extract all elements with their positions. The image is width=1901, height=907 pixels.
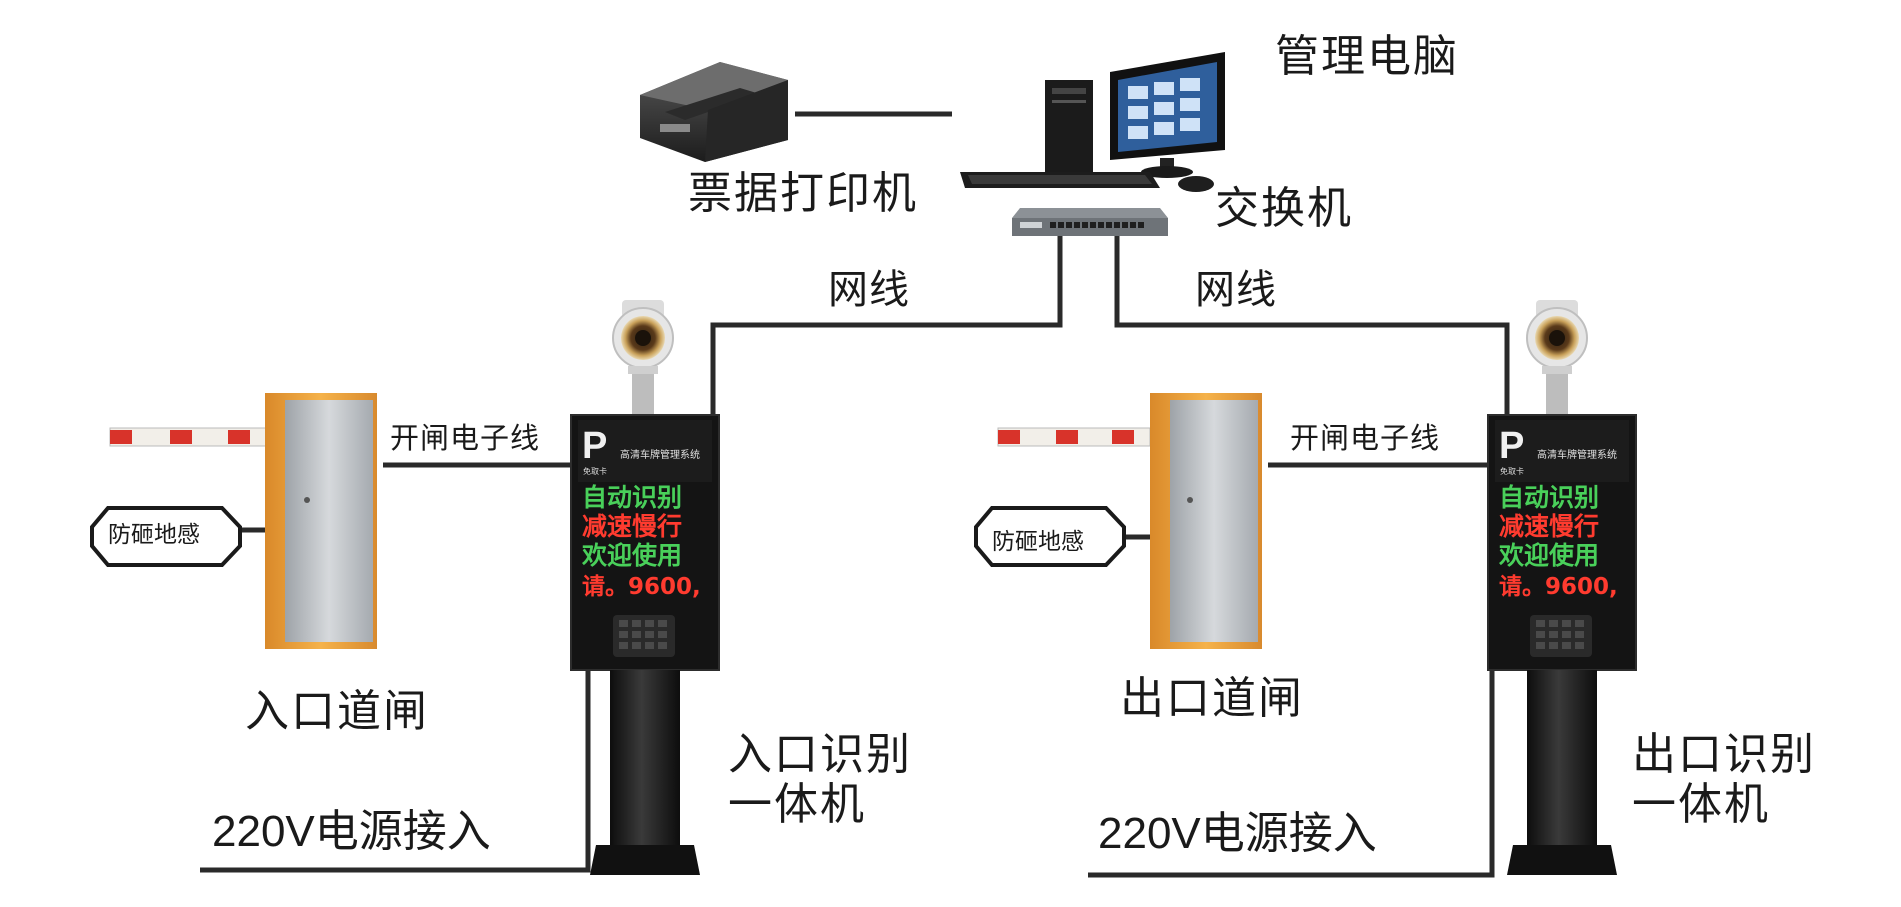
- pc-mouse: [1178, 176, 1214, 192]
- entry-sensor-label: 防砸地感: [108, 524, 200, 547]
- entry-keypad: [613, 615, 675, 657]
- exit-keypad: [1530, 615, 1592, 657]
- entry-panel-header: 高清车牌管理系统: [620, 448, 700, 461]
- exit-led-line4: 请。9600,: [1499, 574, 1618, 600]
- exit-p-sign: P: [1499, 425, 1524, 467]
- entry-unit-label-line2: 一体机: [728, 783, 866, 827]
- entry-led-line1: 自动识别: [582, 483, 682, 512]
- entry-led-line2: 减速慢行: [582, 512, 682, 541]
- exit-led-line1: 自动识别: [1499, 483, 1599, 512]
- exit-pole: [1527, 670, 1597, 845]
- entry-led-line4: 请。9600,: [582, 574, 701, 600]
- switch-label: 交换机: [1215, 187, 1353, 231]
- entry-barrier-label: 入口道闸: [245, 690, 429, 734]
- receipt-printer: [640, 62, 788, 162]
- exit-camera: [1527, 300, 1587, 418]
- entry-recognition-unit: P 免取卡 高清车牌管理系统 自动识别 减速慢行 欢迎使用 请。9600,: [571, 300, 719, 875]
- exit-card-text: 免取卡: [1500, 466, 1524, 476]
- entry-p-sign: P: [582, 425, 607, 467]
- management-pc: [960, 52, 1225, 192]
- network-switch: [1012, 208, 1168, 236]
- entry-network-label: 网线: [828, 270, 910, 310]
- exit-network-label: 网线: [1195, 270, 1277, 310]
- entry-base: [590, 845, 700, 875]
- exit-power-label: 220V电源接入: [1098, 812, 1377, 856]
- entry-boom-arm: [110, 428, 266, 446]
- exit-panel-header: 高清车牌管理系统: [1537, 448, 1617, 461]
- exit-sensor-label: 防砸地感: [992, 531, 1084, 554]
- entry-unit-label-line1: 入口识别: [728, 733, 912, 777]
- entry-power-label: 220V电源接入: [212, 810, 491, 854]
- exit-cable-label: 开闸电子线: [1290, 424, 1440, 453]
- exit-led-line3: 欢迎使用: [1498, 541, 1599, 570]
- entry-card-text: 免取卡: [583, 466, 607, 476]
- entry-led-line3: 欢迎使用: [581, 541, 682, 570]
- exit-network-cable: [1117, 230, 1507, 415]
- entry-cable-label: 开闸电子线: [390, 424, 540, 453]
- exit-led-line2: 减速慢行: [1499, 512, 1599, 541]
- entry-barrier-door: [285, 400, 373, 642]
- exit-unit-label-line2: 一体机: [1632, 783, 1770, 827]
- printer-label: 票据打印机: [688, 172, 918, 216]
- exit-base: [1507, 845, 1617, 875]
- exit-barrier-label: 出口道闸: [1120, 677, 1304, 721]
- entry-network-cable: [713, 230, 1060, 415]
- entry-camera: [613, 300, 673, 418]
- exit-recognition-unit: P 免取卡 高清车牌管理系统 自动识别 减速慢行 欢迎使用 请。9600,: [1488, 300, 1636, 875]
- pc-tower: [1045, 80, 1093, 175]
- exit-boom-arm: [998, 428, 1150, 446]
- exit-barrier-door: [1170, 400, 1258, 642]
- pc-label: 管理电脑: [1275, 35, 1459, 79]
- entry-pole: [610, 670, 680, 845]
- exit-unit-label-line1: 出口识别: [1632, 733, 1816, 777]
